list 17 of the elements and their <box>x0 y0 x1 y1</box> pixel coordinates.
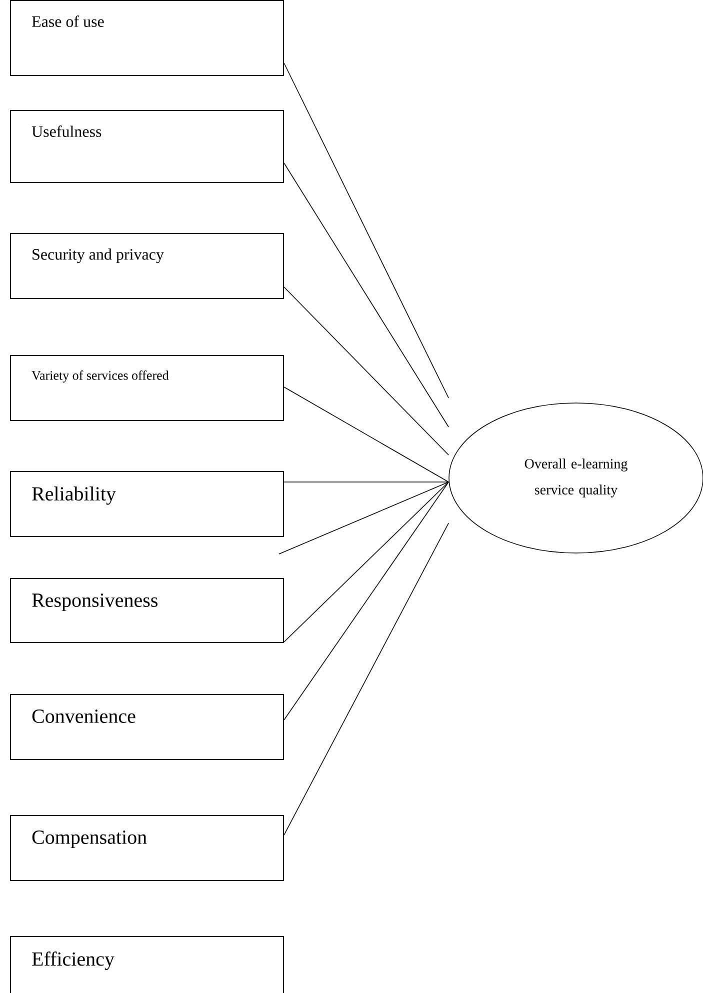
factor-box: Efficiency <box>10 936 284 993</box>
factor-box: Variety of services offered <box>10 355 284 421</box>
factor-box: Ease of use <box>10 0 284 76</box>
connector-line <box>284 482 449 720</box>
connector-line <box>284 162 449 428</box>
connector-line <box>278 482 449 554</box>
factor-box: Compensation <box>10 815 284 881</box>
connector-line <box>284 286 449 456</box>
factor-box: Convenience <box>10 694 284 760</box>
connector-line <box>284 62 449 398</box>
connector-line <box>284 482 449 642</box>
connector-line <box>284 522 449 836</box>
factor-box: Usefulness <box>10 110 284 183</box>
factor-box: Reliability <box>10 471 284 537</box>
connector-line <box>284 386 449 482</box>
factor-box: Security and privacy <box>10 233 284 299</box>
factor-box: Responsiveness <box>10 578 284 643</box>
